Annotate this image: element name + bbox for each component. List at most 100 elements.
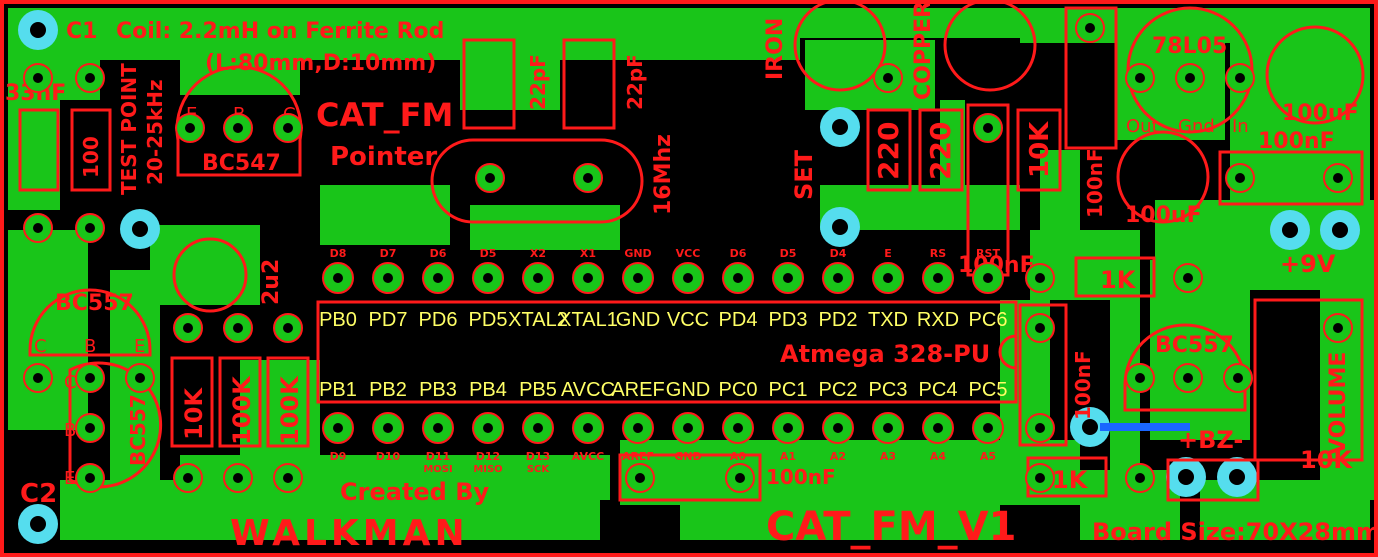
bottom-arduino-label: A3 xyxy=(880,450,896,463)
board-size: Board Size:70X28mm xyxy=(1092,518,1378,546)
bc557v-b: B xyxy=(64,420,76,441)
bottom-arduino-label: AVCC xyxy=(572,450,604,463)
top-arduino-label: D6 xyxy=(430,247,447,260)
ic-pad-hole xyxy=(633,273,643,283)
bottom-arduino-sublabel: MOSI xyxy=(423,464,452,475)
mcu-label: Atmega 328-PU xyxy=(780,340,990,368)
top-arduino-label: RS xyxy=(930,247,946,260)
ic-pad-hole xyxy=(833,423,843,433)
ic-pad-hole xyxy=(433,273,443,283)
bottom-arduino-label: A4 xyxy=(930,450,947,463)
top-arduino-label: D4 xyxy=(830,247,847,260)
reg-gnd: Gnd xyxy=(1178,116,1215,137)
signature-logo: WALKMAN xyxy=(230,513,469,554)
top-arduino-label: D7 xyxy=(380,247,397,260)
top-arduino-label: RST xyxy=(976,247,1000,260)
ref-bc557-vert: BC557 xyxy=(126,394,150,466)
bottom-pin-name: PB3 xyxy=(419,379,457,401)
ref-bc557-left: BC557 xyxy=(55,291,134,316)
ic-pad-hole xyxy=(333,423,343,433)
top-pin-name: VCC xyxy=(667,309,709,331)
label-iron: IRON xyxy=(763,18,788,80)
ref-1k-a: 1K xyxy=(1100,266,1137,294)
bottom-arduino-label: A5 xyxy=(980,450,996,463)
jumper-wire xyxy=(1100,423,1190,431)
ref-r100: 100 xyxy=(79,136,103,178)
top-pin-name: GND xyxy=(616,309,660,331)
bottom-pin-name: PB1 xyxy=(319,379,357,401)
top-arduino-label: D8 xyxy=(330,247,347,260)
bottom-arduino-sublabel: SCK xyxy=(527,464,551,475)
ic-pad-hole xyxy=(333,273,343,283)
label-set: SET xyxy=(790,149,818,200)
bottom-pin-name: PB5 xyxy=(519,379,557,401)
top-arduino-label: GND xyxy=(624,247,651,260)
ref-10k: 10K xyxy=(1025,121,1055,178)
coil-dims: (L:80mm,D:10mm) xyxy=(205,51,436,76)
test-freq: 20-25kHz xyxy=(143,79,167,185)
bc557-b: B xyxy=(84,336,96,357)
ic-pad-hole xyxy=(683,273,693,283)
ic-pad-hole xyxy=(983,273,993,283)
bottom-arduino-label: D10 xyxy=(376,450,401,463)
ref-10k-b: 10K xyxy=(180,387,208,440)
silkscreen-layer: C1 Coil: 2.2mH on Ferrite Rod (L:80mm,D:… xyxy=(5,1,1378,554)
ref-vol-10k: 10K xyxy=(1300,446,1353,474)
bc557-e: E xyxy=(134,336,145,357)
bottom-arduino-label: D11 xyxy=(426,450,450,463)
ic-pad-hole xyxy=(733,273,743,283)
bottom-arduino-label: A2 xyxy=(830,450,846,463)
ref-100uf-a: 100uF xyxy=(1282,101,1359,126)
bottom-arduino-label: AREF xyxy=(622,450,654,463)
bottom-pin-name: PC1 xyxy=(769,379,808,401)
bottom-arduino-label: A0 xyxy=(730,450,747,463)
ic-pad-hole xyxy=(383,423,393,433)
bottom-arduino-sublabel: MISO xyxy=(473,464,502,475)
ic-pad-hole xyxy=(983,423,993,433)
top-pin-name: PD6 xyxy=(419,309,458,331)
top-arduino-label: D6 xyxy=(730,247,747,260)
top-pin-name: XTAL1 xyxy=(558,309,618,331)
ref-100nf-e: 100nF xyxy=(766,465,836,489)
ic-pad-hole xyxy=(483,423,493,433)
reg-in: In xyxy=(1232,116,1249,137)
ic-pad-hole xyxy=(583,273,593,283)
bottom-arduino-label: GND xyxy=(674,450,701,463)
ic-pad-hole xyxy=(583,423,593,433)
ref-100k-a: 100K xyxy=(228,375,256,445)
ic-pad-hole xyxy=(383,273,393,283)
bottom-pin-name: GND xyxy=(666,379,710,401)
ref-100uf-b: 100uF xyxy=(1125,203,1202,228)
ref-220b: 220 xyxy=(924,122,957,180)
bottom-pin-name: PB2 xyxy=(369,379,407,401)
top-pin-name: RXD xyxy=(917,309,959,331)
bottom-pin-name: PC5 xyxy=(969,379,1008,401)
ic-pad-hole xyxy=(433,423,443,433)
ic-pad-hole xyxy=(533,273,543,283)
ref-1k-b: 1K xyxy=(1052,466,1089,494)
logo-catfm: CAT_FM xyxy=(316,96,453,134)
coil-label: Coil: 2.2mH on Ferrite Rod xyxy=(116,19,444,44)
label-buzzer: +BZ- xyxy=(1178,426,1243,454)
top-arduino-label: E xyxy=(884,247,892,260)
pads xyxy=(23,13,1353,493)
top-pin-name: PD7 xyxy=(369,309,408,331)
ic-pad-hole xyxy=(483,273,493,283)
top-arduino-label: X1 xyxy=(580,247,596,260)
bc557-c: C xyxy=(34,336,47,357)
bottom-pin-name: PC3 xyxy=(869,379,908,401)
bottom-arduino-label: A1 xyxy=(780,450,796,463)
ic-pad-hole xyxy=(783,423,793,433)
ref-bc557-right: BC557 xyxy=(1155,333,1234,358)
ref-c2: C2 xyxy=(20,479,57,509)
top-pin-name: PD5 xyxy=(469,309,508,331)
top-pin-name: PD3 xyxy=(769,309,808,331)
top-arduino-label: VCC xyxy=(676,247,701,260)
ic-pad-hole xyxy=(933,423,943,433)
bottom-arduino-label: D12 xyxy=(476,450,500,463)
label-copper: COPPER xyxy=(911,1,936,100)
bottom-pin-name: PC0 xyxy=(719,379,758,401)
ref-2u2: 2u2 xyxy=(259,259,284,305)
